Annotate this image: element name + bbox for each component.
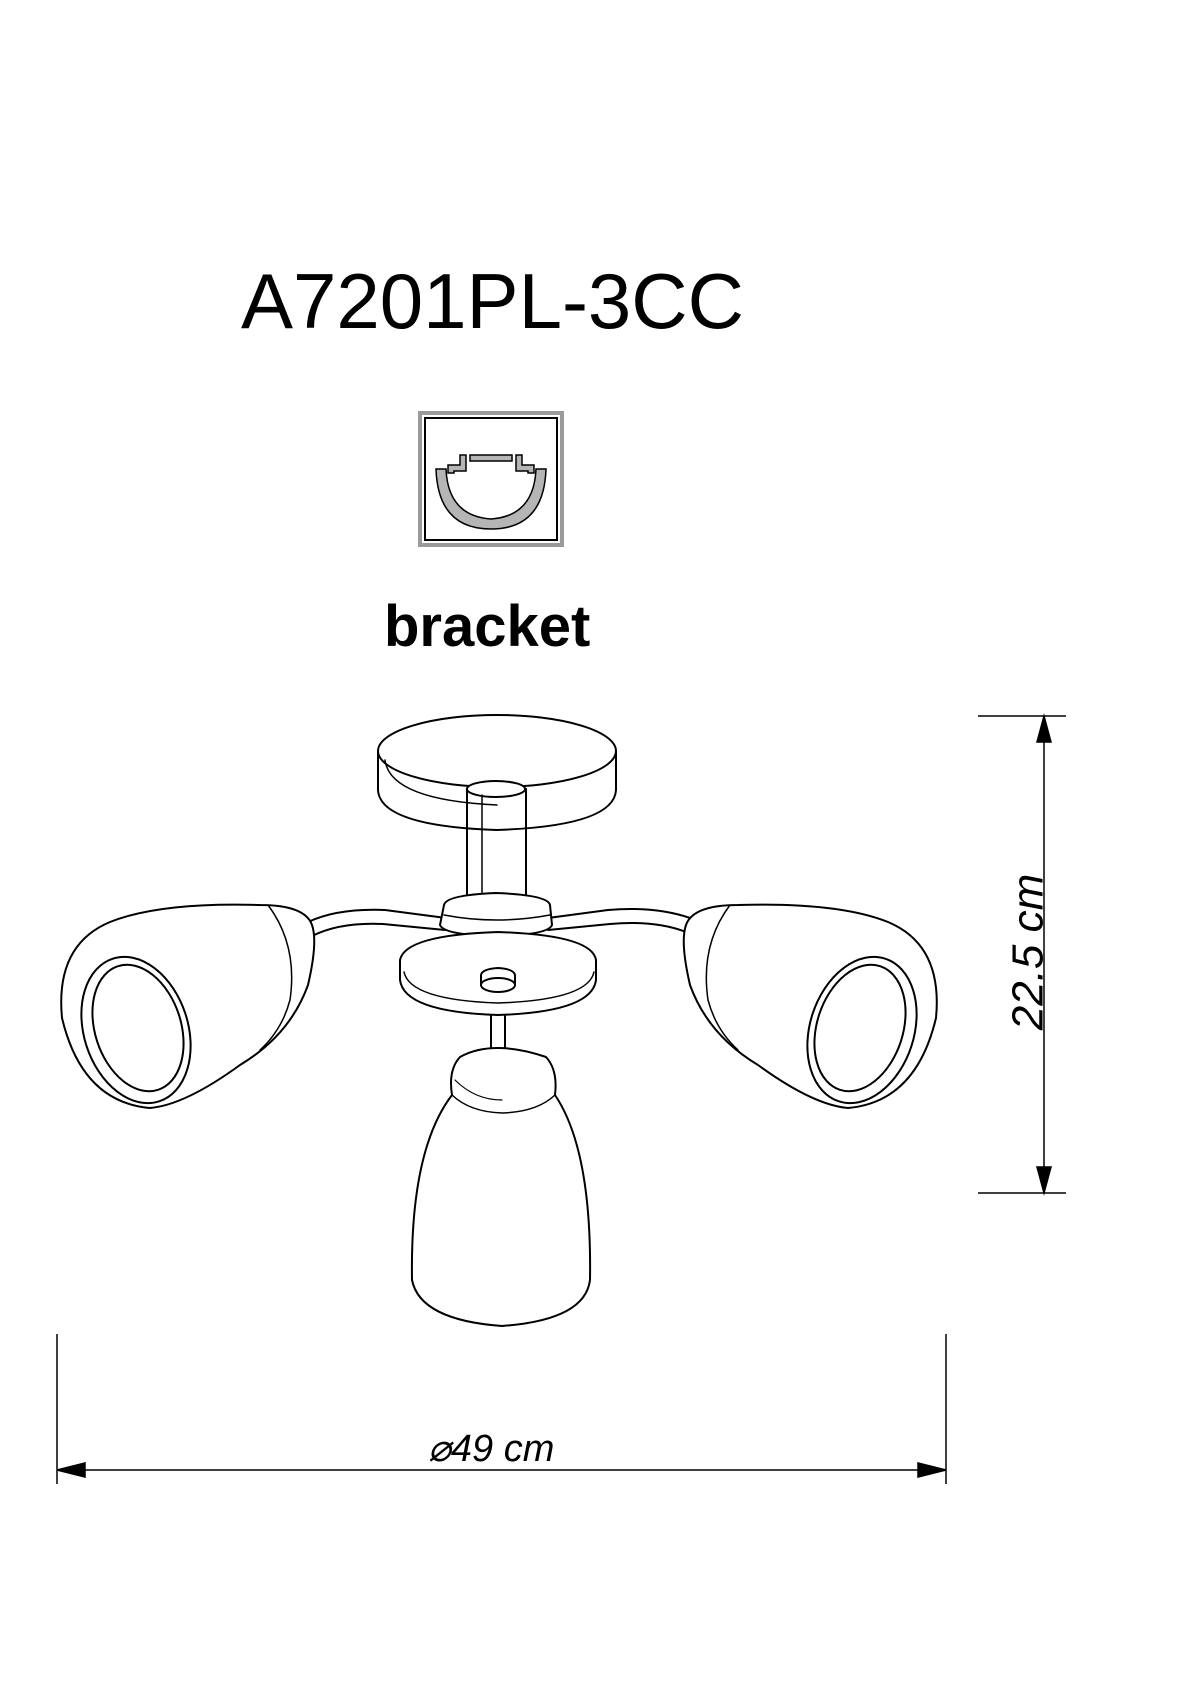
right-shade <box>682 903 938 1109</box>
bracket-mount-icon <box>418 411 564 547</box>
mount-type-label: bracket <box>384 594 591 659</box>
canopy <box>377 714 617 831</box>
left-shade <box>60 903 316 1109</box>
diameter-label: ⌀49 cm <box>428 1428 555 1470</box>
height-label: 22.5 cm <box>1003 873 1053 1031</box>
width-dimension <box>56 1334 947 1484</box>
model-title: A7201PL-3CC <box>241 257 744 345</box>
hub <box>439 892 553 937</box>
height-label-wrap: 22.5 cm <box>960 860 1120 1031</box>
arms <box>307 908 691 937</box>
stem <box>466 780 527 903</box>
hub-plate <box>399 931 597 1016</box>
center-shade <box>410 1047 592 1327</box>
height-dimension <box>978 713 1066 1196</box>
